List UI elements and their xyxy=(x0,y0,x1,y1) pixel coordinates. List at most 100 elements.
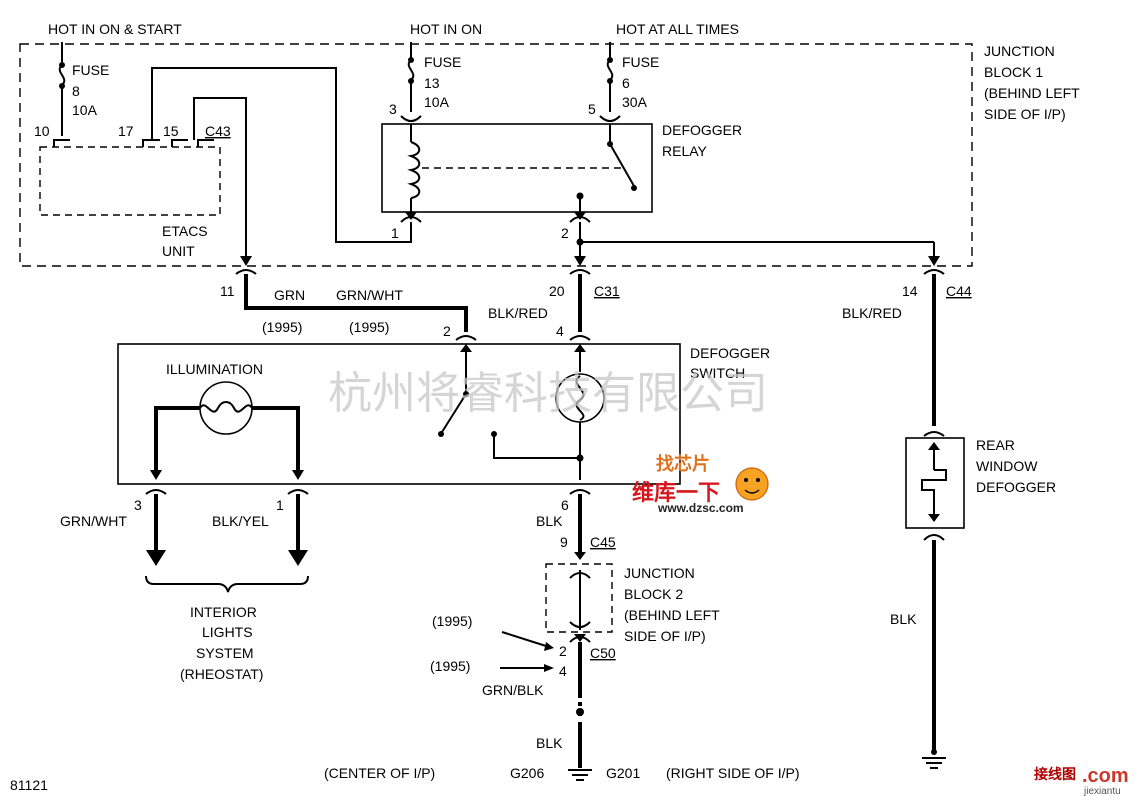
ground-g201: G201 xyxy=(606,765,640,781)
label-hot-at-all-times: HOT AT ALL TIMES xyxy=(616,21,739,37)
junction-block-1-line1: JUNCTION xyxy=(984,43,1055,59)
corner-url: jiexiantu xyxy=(1083,786,1121,796)
switch-pin-1: 1 xyxy=(276,497,284,513)
fuse-8: FUSE 8 10A xyxy=(58,42,109,136)
year-note-2: (1995) xyxy=(349,319,389,335)
c50-pin-2: 2 xyxy=(559,643,567,659)
pin-20: 20 xyxy=(549,283,565,299)
interior-lights-line3: SYSTEM xyxy=(196,645,254,661)
wire-label-blk-red-1: BLK/RED xyxy=(488,305,548,321)
fuse-13: FUSE 13 10A xyxy=(407,42,461,112)
logo-top: 找芯片 xyxy=(656,453,710,474)
defogger-relay: 3 5 DEFOGGER RELAY 1 2 xyxy=(381,101,742,241)
junction-block-1-line4: SIDE OF I/P) xyxy=(984,106,1066,122)
pin-11: 11 xyxy=(220,283,235,299)
relay-coil-icon xyxy=(407,141,421,199)
junction-block-2-line4: SIDE OF I/P) xyxy=(624,628,706,644)
fuse-6-rating: 30A xyxy=(622,94,648,110)
wire-etacs-17-to-relay-1 xyxy=(151,67,412,243)
label-hot-in-on: HOT IN ON xyxy=(410,21,482,37)
junction-block-1-line2: BLOCK 1 xyxy=(984,64,1043,80)
switch-pin-3: 3 xyxy=(134,497,142,513)
relay-pin-1: 1 xyxy=(391,225,399,241)
wire-label-blk-red-2: BLK/RED xyxy=(842,305,902,321)
rear-defogger-line2: WINDOW xyxy=(976,458,1038,474)
year-note-4: (1995) xyxy=(430,658,470,674)
dzsc-logo: 找芯片 维库一下 www.dzsc.com xyxy=(632,453,769,515)
wire-label-blk-1: BLK xyxy=(536,513,563,529)
wire-label-grn-wht-2: GRN/WHT xyxy=(60,513,127,529)
switch-pin-4: 4 xyxy=(556,323,564,339)
interior-lights-line4: (RHEOSTAT) xyxy=(180,666,263,682)
label-hot-in-on-start: HOT IN ON & START xyxy=(48,21,182,37)
fuse-6: FUSE 6 30A xyxy=(606,42,659,112)
ground-right-note: (RIGHT SIDE OF I/P) xyxy=(666,765,800,781)
rear-defogger-line1: REAR xyxy=(976,437,1015,453)
logo-mid: 维库一下 xyxy=(632,480,720,505)
connector-c50: C50 xyxy=(590,645,616,661)
fuse-6-number: 6 xyxy=(622,75,630,91)
etacs-connector-c43: C43 xyxy=(205,123,231,139)
connector-c45: C45 xyxy=(590,534,616,550)
etacs-pin-15: 15 xyxy=(163,123,179,139)
wire-label-grn-blk: GRN/BLK xyxy=(482,682,544,698)
relay-pin-2: 2 xyxy=(561,225,569,241)
connector-c31: C31 xyxy=(594,283,620,299)
etacs-pin-17: 17 xyxy=(118,123,134,139)
junction-block-1-outline xyxy=(19,43,973,267)
connector-c44: C44 xyxy=(946,283,972,299)
logo-url: www.dzsc.com xyxy=(657,501,744,515)
wire-etacs-15-to-pin-11 xyxy=(193,97,247,262)
jiexiantu-logo: 接线图 .com jiexiantu xyxy=(1034,765,1129,796)
diagram-id: 81121 xyxy=(10,777,48,793)
interior-lights-bracket xyxy=(145,575,309,593)
rear-window-defogger: REAR WINDOW DEFOGGER xyxy=(905,431,1056,529)
pin-14: 14 xyxy=(902,283,918,299)
etacs-pin-10: 10 xyxy=(34,123,50,139)
fuse-8-number: 8 xyxy=(72,83,80,99)
fuse-13-label: FUSE xyxy=(424,54,461,70)
relay-pin-5: 5 xyxy=(588,101,596,117)
etacs-unit: 10 17 15 C43 ETACS UNIT xyxy=(34,123,231,259)
watermark-company: 杭州将睿科技有限公司 xyxy=(328,368,768,419)
ground-g206: G206 xyxy=(510,765,544,781)
wire-label-grn: GRN xyxy=(274,287,305,303)
ground-g206-icon xyxy=(568,769,592,781)
interior-lights-line1: INTERIOR xyxy=(190,604,257,620)
junction-block-2: JUNCTION BLOCK 2 (BEHIND LEFT SIDE OF I/… xyxy=(545,563,720,644)
fuse-13-number: 13 xyxy=(424,75,440,91)
c50-pin-4: 4 xyxy=(559,663,567,679)
defogger-grid-icon xyxy=(921,469,947,514)
relay-label-line1: DEFOGGER xyxy=(662,122,742,138)
switch-pin-2: 2 xyxy=(443,323,451,339)
wire-label-blk-yel: BLK/YEL xyxy=(212,513,269,529)
switch-pin-6: 6 xyxy=(561,497,569,513)
wire-label-grn-wht: GRN/WHT xyxy=(336,287,403,303)
relay-pin-3: 3 xyxy=(389,101,397,117)
wire-label-blk-2: BLK xyxy=(536,735,563,751)
junction-block-2-line3: (BEHIND LEFT xyxy=(624,607,720,623)
fuse-6-label: FUSE xyxy=(622,54,659,70)
defogger-switch: DEFOGGER SWITCH 2 4 ILLUMINATION xyxy=(117,323,770,485)
wire-grn-wht xyxy=(244,274,468,332)
etacs-label-line1: ETACS xyxy=(162,223,208,239)
ground-right-icon xyxy=(922,749,946,769)
interior-lights-line2: LIGHTS xyxy=(202,624,253,640)
switch-label-line2: SWITCH xyxy=(690,365,745,381)
wire-label-blk-3: BLK xyxy=(890,611,917,627)
fuse-8-rating: 10A xyxy=(72,102,98,118)
fuse-8-label: FUSE xyxy=(72,62,109,78)
junction-block-2-line1: JUNCTION xyxy=(624,565,695,581)
junction-block-2-line2: BLOCK 2 xyxy=(624,586,683,602)
rear-defogger-line3: DEFOGGER xyxy=(976,479,1056,495)
switch-label-line1: DEFOGGER xyxy=(690,345,770,361)
fuse-13-rating: 10A xyxy=(424,94,450,110)
pin-9: 9 xyxy=(560,534,568,550)
logo-mascot-icon xyxy=(735,467,769,501)
relay-label-line2: RELAY xyxy=(662,143,708,159)
corner-cn: 接线图 xyxy=(1034,766,1076,782)
ground-center-note: (CENTER OF I/P) xyxy=(324,765,435,781)
year-note-3: (1995) xyxy=(432,613,472,629)
year-note-1: (1995) xyxy=(262,319,302,335)
